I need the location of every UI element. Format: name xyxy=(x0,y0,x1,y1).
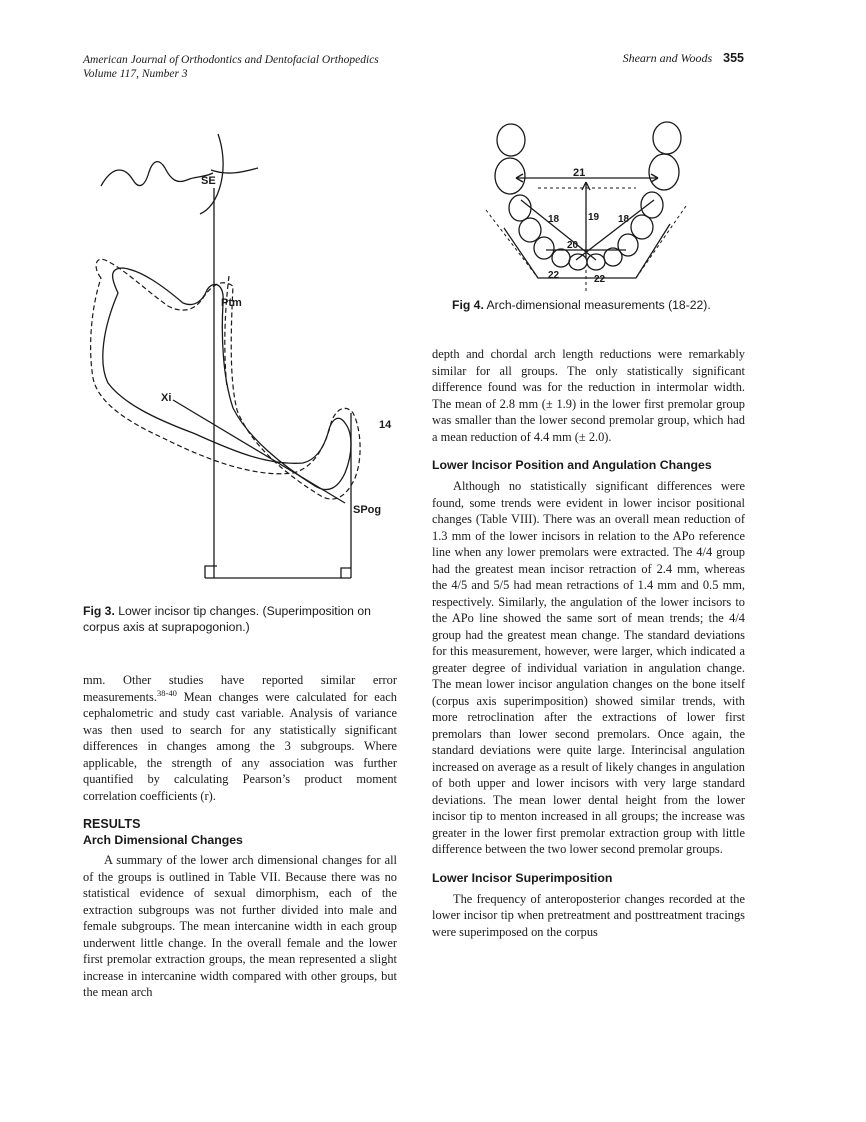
left-p1-rest: Mean changes were calculated for each ce… xyxy=(83,689,397,803)
running-header-journal: American Journal of Orthodontics and Den… xyxy=(83,53,379,81)
running-header-page: Shearn and Woods 355 xyxy=(623,51,744,66)
label-20: 20 xyxy=(567,240,579,251)
subheading-incisor-position: Lower Incisor Position and Angulation Ch… xyxy=(432,458,712,472)
right-column: depth and chordal arch length reductions… xyxy=(432,346,745,940)
label-se: SE xyxy=(201,175,216,187)
left-column: mm. Other studies have reported similar … xyxy=(83,672,397,1001)
label-xi: Xi xyxy=(161,392,171,404)
label-21: 21 xyxy=(573,167,585,179)
figure-4-arch-diagram: 21 18 19 18 20 22 22 xyxy=(485,121,687,292)
label-19: 19 xyxy=(588,212,600,223)
label-ptm: Ptm xyxy=(221,297,242,309)
page-number: 355 xyxy=(723,51,744,65)
figure-4-caption: Fig 4. Arch-dimensional measurements (18… xyxy=(452,297,752,313)
left-paragraph-1: mm. Other studies have reported similar … xyxy=(83,672,397,804)
label-14: 14 xyxy=(379,419,392,431)
section-heading-results: RESULTS xyxy=(83,817,141,831)
running-authors: Shearn and Woods xyxy=(622,51,713,65)
label-18-left: 18 xyxy=(548,214,560,225)
right-paragraph-2: Although no statistically significant di… xyxy=(432,479,745,856)
citation-superscript: 38-40 xyxy=(156,687,177,698)
label-22-right: 22 xyxy=(594,274,606,285)
right-paragraph-3: The frequency of anteroposterior changes… xyxy=(432,891,745,939)
label-22-left: 22 xyxy=(548,270,560,281)
figure-3-tracing: SE Ptm Xi 14 SPog xyxy=(90,133,392,579)
figure-3-caption-text: Lower incisor tip changes. (Superimposit… xyxy=(83,604,371,634)
figure-3-caption: Fig 3. Lower incisor tip changes. (Super… xyxy=(83,603,403,635)
left-p1-start: mm. Other studies have reported similar … xyxy=(83,673,397,704)
figure-4-caption-text: Arch-dimensional measurements (18-22). xyxy=(486,298,711,312)
journal-volume: Volume 117, Number 3 xyxy=(83,68,188,80)
figure-4-caption-label: Fig 4. xyxy=(452,298,484,312)
left-paragraph-2: A summary of the lower arch dimensional … xyxy=(83,853,397,999)
subheading-incisor-superimposition: Lower Incisor Superimposition xyxy=(432,870,613,885)
label-spog: SPog xyxy=(353,504,381,516)
journal-title: American Journal of Orthodontics and Den… xyxy=(83,54,379,66)
label-18-right: 18 xyxy=(618,214,630,225)
right-paragraph-1: depth and chordal arch length reductions… xyxy=(432,347,745,444)
subheading-arch-dimensional: Arch Dimensional Changes xyxy=(83,833,243,847)
figure-3-caption-label: Fig 3. xyxy=(83,604,115,618)
